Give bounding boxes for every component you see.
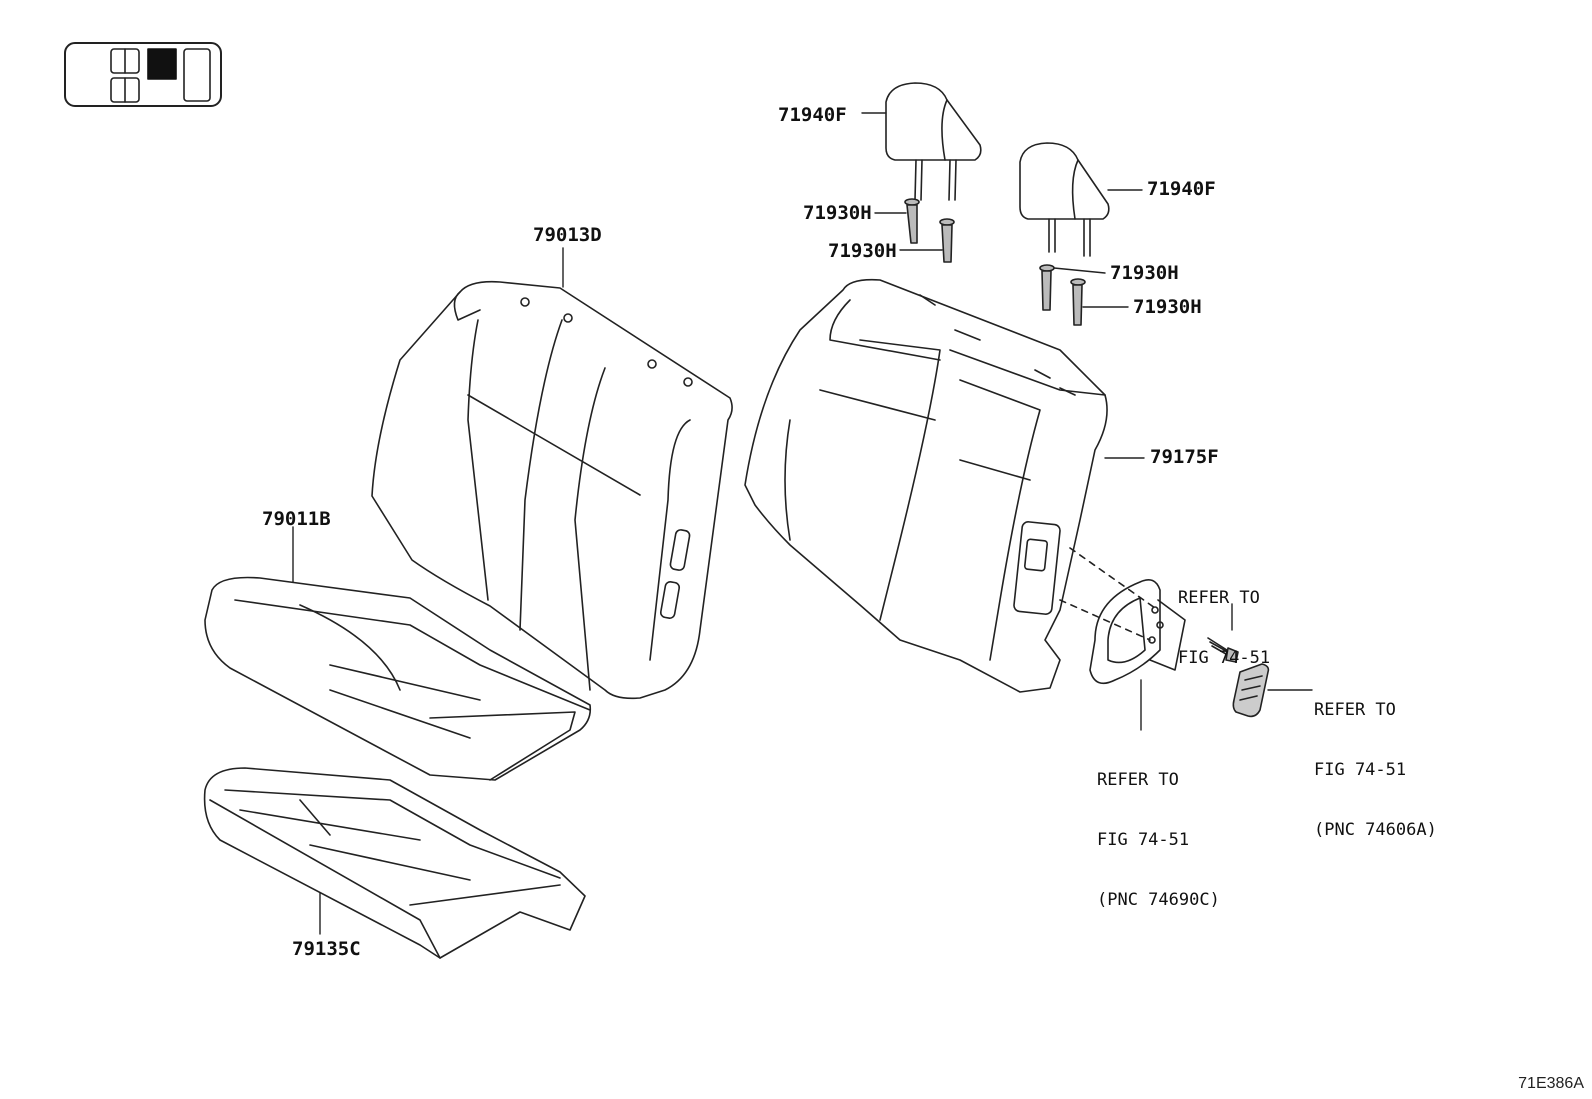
leader-lines	[292, 112, 1313, 935]
part-label-back-cover: 79013D	[533, 224, 602, 246]
reference-lower-line3: (PNC 74690C)	[1097, 890, 1220, 910]
part-label-support-4: 71930H	[1133, 296, 1202, 318]
seat-back-cover	[371, 280, 733, 700]
part-label-support-2: 71930H	[828, 240, 897, 262]
reference-right-line3: (PNC 74606A)	[1314, 820, 1437, 840]
reference-note-right: REFER TO FIG 74-51 (PNC 74606A)	[1314, 660, 1437, 880]
cover-grip-part	[1232, 663, 1270, 718]
reference-right-line2: FIG 74-51	[1314, 760, 1407, 780]
part-label-support-1: 71930H	[803, 202, 872, 224]
seat-cushion-cover	[204, 576, 592, 781]
figure-id: 71E386A	[1518, 1075, 1584, 1092]
part-label-back-pad: 79175F	[1150, 446, 1219, 468]
reference-note-upper: REFER TO FIG 74-51	[1178, 548, 1270, 708]
headrest-right	[1019, 142, 1110, 257]
seat-back-pad	[744, 278, 1108, 693]
handle-assembly	[1089, 579, 1186, 685]
part-label-headrest-left: 71940F	[778, 104, 847, 126]
reference-upper-line1: REFER TO	[1178, 588, 1260, 608]
part-label-cushion-cover: 79011B	[262, 508, 331, 530]
seat-locator-icon	[64, 42, 222, 107]
part-label-cushion-pad: 79135C	[292, 938, 361, 960]
reference-note-lower: REFER TO FIG 74-51 (PNC 74690C)	[1097, 730, 1220, 950]
part-label-headrest-right: 71940F	[1147, 178, 1216, 200]
reference-lower-line1: REFER TO	[1097, 770, 1179, 790]
support-parts	[904, 198, 1086, 326]
reference-right-line1: REFER TO	[1314, 700, 1396, 720]
bolt-part	[1207, 637, 1239, 663]
reference-upper-line2: FIG 74-51	[1178, 648, 1271, 668]
headrest-left	[885, 82, 982, 201]
reference-lower-line2: FIG 74-51	[1097, 830, 1190, 850]
seat-cushion-pad	[203, 767, 586, 959]
part-label-support-3: 71930H	[1110, 262, 1179, 284]
assembly-guide-lines	[1059, 547, 1156, 641]
